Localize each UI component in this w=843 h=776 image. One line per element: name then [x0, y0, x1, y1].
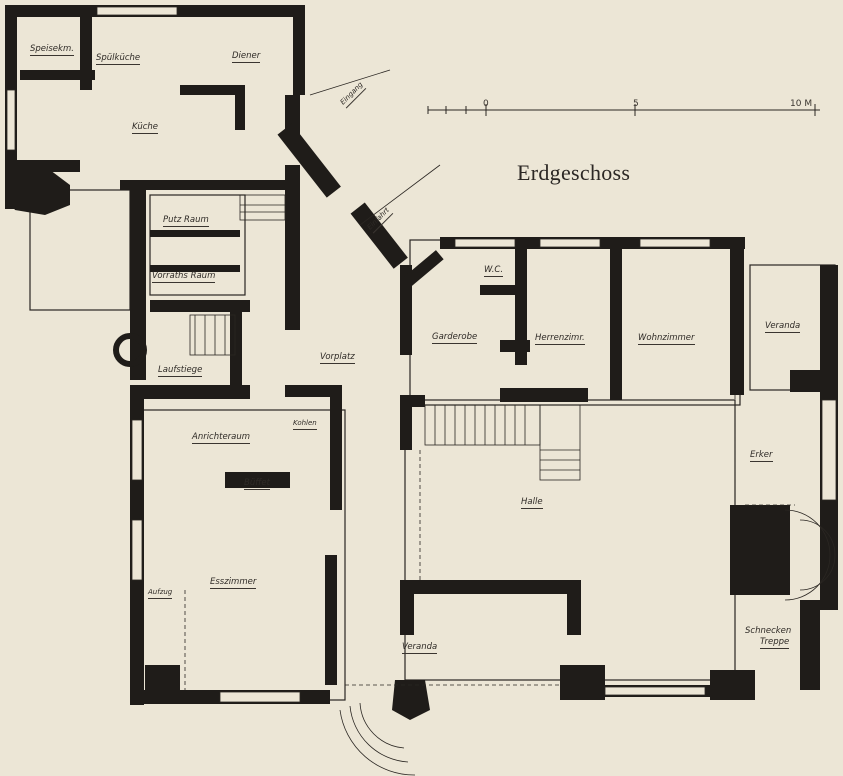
scale-bar [427, 104, 820, 116]
room-schnecken-2: Treppe [760, 637, 790, 649]
scale-mid: 5 [633, 99, 639, 109]
room-speisekammer: Speisekm. [30, 44, 74, 56]
room-putzraum: Putz Raum [163, 215, 209, 227]
room-diener: Diener [232, 51, 261, 63]
room-herrenzimmer: Herrenzimr. [535, 333, 585, 345]
scale-zero: 0 [483, 99, 489, 109]
room-buffet: Büffet [244, 478, 270, 490]
room-veranda-east: Veranda [765, 321, 801, 333]
room-kueche: Küche [132, 122, 159, 134]
room-erker: Erker [750, 450, 773, 462]
room-kohlen: Kohlen [293, 418, 317, 430]
room-schnecken-1: Schnecken [745, 626, 792, 636]
room-wohnzimmer: Wohnzimmer [638, 333, 695, 345]
room-halle: Halle [521, 497, 543, 509]
room-garderobe: Garderobe [432, 332, 478, 344]
scale-end: 10 M [790, 99, 813, 109]
room-veranda-south: Veranda [402, 642, 438, 654]
floor-title: Erdgeschoss [517, 160, 631, 185]
room-laufstiege: Laufstiege [158, 365, 203, 377]
room-vorrathsraum: Vorraths Raum [152, 271, 216, 283]
room-anrichte: Anrichteraum [192, 432, 251, 444]
room-esszimmer: Esszimmer [210, 577, 257, 589]
room-aufzug: Aufzug [148, 587, 173, 599]
room-wc: W.C. [484, 265, 504, 277]
room-vorplatz: Vorplatz [320, 352, 355, 364]
room-spuelkueche: Spülküche [96, 53, 141, 65]
